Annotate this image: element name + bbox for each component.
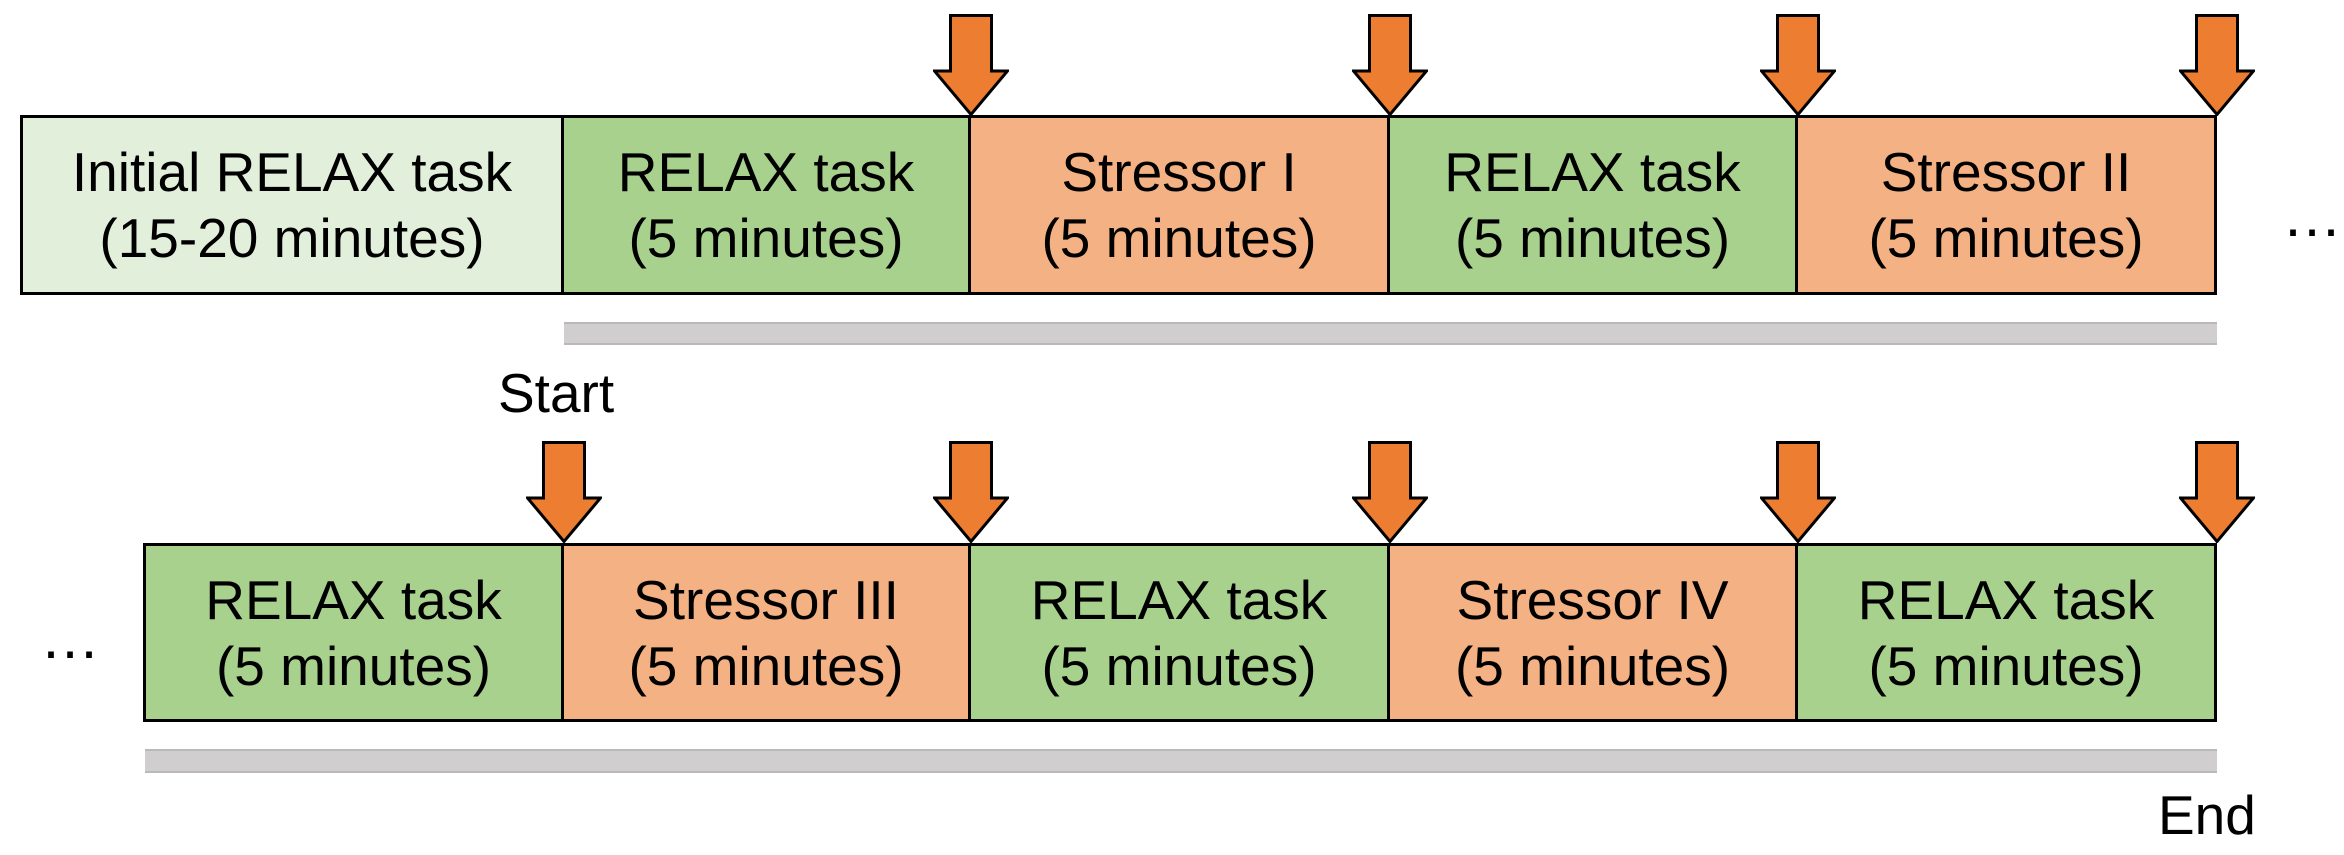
segment-duration: (5 minutes): [1454, 634, 1731, 697]
transition-arrow-icon: [1760, 14, 1836, 116]
segment-title: Stressor II: [1880, 141, 2132, 203]
segment-stressor-4: Stressor IV (5 minutes): [1387, 543, 1798, 722]
segment-relax-task: RELAX task (5 minutes): [561, 115, 971, 295]
transition-arrow-icon: [1352, 14, 1428, 116]
transition-arrow-icon: [2179, 441, 2255, 543]
segment-duration: (5 minutes): [628, 634, 904, 697]
segment-stressor-3: Stressor III (5 minutes): [561, 543, 971, 722]
segment-title: RELAX task: [1030, 568, 1328, 631]
segment-duration: (5 minutes): [215, 634, 492, 697]
segment-relax-task: RELAX task (5 minutes): [1387, 115, 1798, 295]
segment-title: Stressor IV: [1456, 568, 1729, 631]
segment-duration: (15-20 minutes): [99, 207, 485, 269]
segment-duration: (5 minutes): [1041, 634, 1317, 697]
transition-arrow-icon: [933, 441, 1009, 543]
segment-duration: (5 minutes): [1041, 207, 1317, 269]
segment-title: RELAX task: [205, 568, 502, 631]
transition-arrow-icon: [1760, 441, 1836, 543]
segment-title: Initial RELAX task: [71, 141, 513, 203]
timeline-bar-bottom: [145, 749, 2217, 773]
segment-relax-task: RELAX task (5 minutes): [1795, 543, 2217, 722]
segment-title: RELAX task: [617, 141, 915, 203]
segment-duration: (5 minutes): [628, 207, 904, 269]
segment-title: RELAX task: [1857, 568, 2155, 631]
start-label: Start: [498, 362, 615, 424]
transition-arrow-icon: [526, 441, 602, 543]
segment-duration: (5 minutes): [1454, 207, 1731, 269]
segment-stressor-2: Stressor II (5 minutes): [1795, 115, 2217, 295]
segment-duration: (5 minutes): [1868, 207, 2144, 269]
segment-initial-relax-task: Initial RELAX task (15-20 minutes): [20, 115, 564, 295]
transition-arrow-icon: [1352, 441, 1428, 543]
segment-stressor-1: Stressor I (5 minutes): [968, 115, 1390, 295]
continuation-ellipsis: …: [2282, 182, 2344, 249]
transition-arrow-icon: [933, 14, 1009, 116]
timeline-bar-top: [564, 322, 2217, 345]
segment-relax-task: RELAX task (5 minutes): [143, 543, 564, 722]
end-label: End: [2158, 784, 2256, 846]
segment-relax-task: RELAX task (5 minutes): [968, 543, 1390, 722]
segment-title: RELAX task: [1444, 141, 1741, 203]
segment-title: Stressor I: [1061, 141, 1297, 203]
segment-duration: (5 minutes): [1868, 634, 2144, 697]
segment-title: Stressor III: [633, 568, 899, 631]
continuation-ellipsis: …: [40, 604, 104, 671]
transition-arrow-icon: [2179, 14, 2255, 116]
